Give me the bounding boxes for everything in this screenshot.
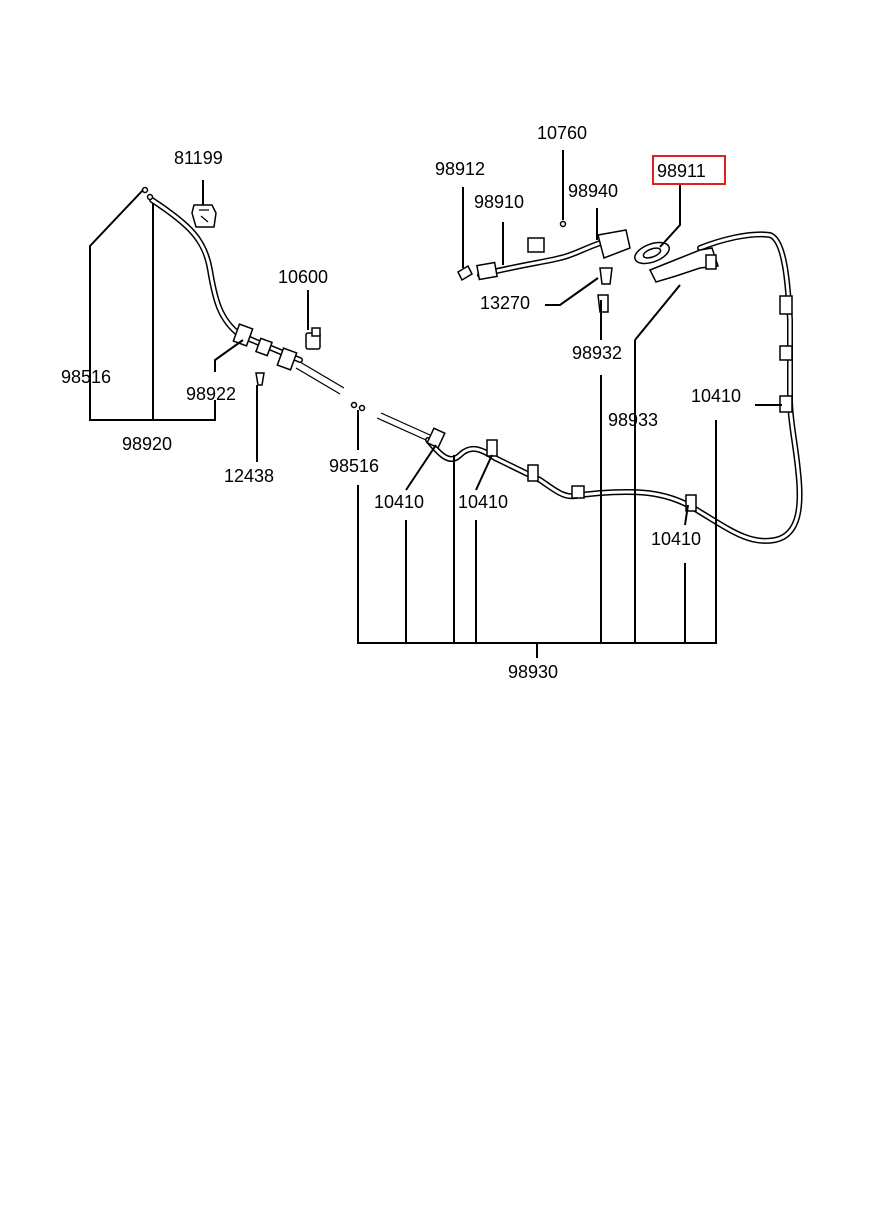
label-98940[interactable]: 98940 [568,181,618,201]
label-81199[interactable]: 81199 [174,148,223,168]
label-98920[interactable]: 98920 [122,434,172,454]
leader-lines [89,150,782,658]
label-98912[interactable]: 98912 [435,159,485,179]
bolt-98912-part[interactable] [457,264,473,282]
highlight-box-98911 [652,155,726,185]
label-10410-d[interactable]: 10410 [691,386,741,406]
label-10760[interactable]: 10760 [537,123,587,143]
part-labels: 81199 98516 98920 98922 12438 10600 9851… [61,123,741,682]
main-cable-98930[interactable] [425,231,803,544]
label-98910[interactable]: 98910 [474,192,524,212]
label-10600[interactable]: 10600 [278,267,328,287]
label-98922[interactable]: 98922 [186,384,236,404]
mid-cable-ends [350,401,431,441]
label-98911[interactable]: 98911 [657,161,706,181]
label-13270[interactable]: 13270 [480,293,530,313]
harness-98910[interactable] [476,220,631,313]
grommet-98911-part[interactable] [632,238,672,267]
label-98516-mid[interactable]: 98516 [329,456,379,476]
bolt-10600-part[interactable] [305,327,321,350]
label-98930[interactable]: 98930 [508,662,558,682]
screw-12438-part[interactable] [255,372,265,386]
label-98516-left[interactable]: 98516 [61,367,111,387]
label-98933[interactable]: 98933 [608,410,658,430]
clip-81199-part[interactable] [191,204,217,228]
label-10410-a[interactable]: 10410 [374,492,424,512]
left-cable-98920[interactable] [141,186,345,395]
label-10410-c[interactable]: 10410 [651,529,701,549]
label-98932[interactable]: 98932 [572,343,622,363]
label-12438[interactable]: 12438 [224,466,274,486]
label-10410-b[interactable]: 10410 [458,492,508,512]
